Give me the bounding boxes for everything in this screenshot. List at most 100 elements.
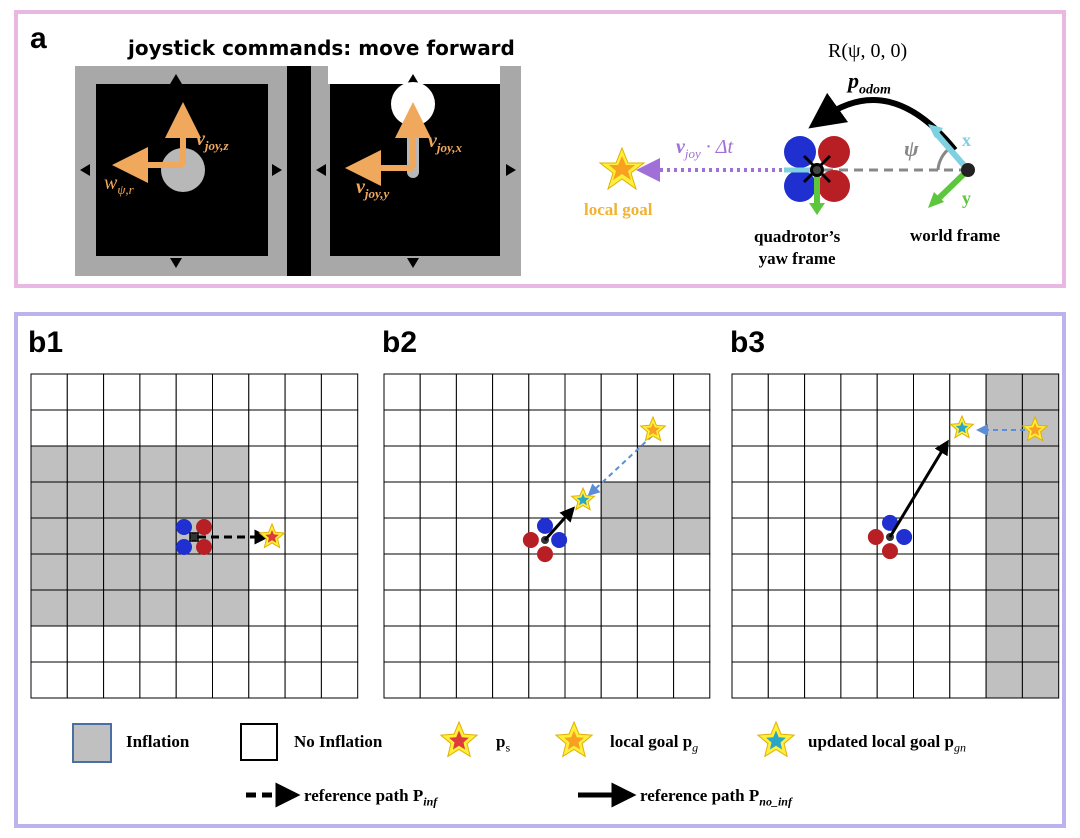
grid-cell <box>175 553 213 591</box>
grid-cell <box>139 445 177 483</box>
grid-cell <box>175 625 213 663</box>
grid-cell <box>840 589 878 627</box>
grid-cell <box>30 373 68 411</box>
grid-cell <box>767 445 806 483</box>
grid-cell <box>949 661 987 699</box>
grid-cell <box>66 625 105 663</box>
grid-cell <box>103 625 141 663</box>
odom-label: podom <box>848 68 891 98</box>
b2-label: b2 <box>382 326 418 359</box>
grid-cell <box>383 625 421 663</box>
grid-cell <box>731 445 769 483</box>
grid-cell <box>66 409 105 447</box>
rotor <box>176 519 192 535</box>
grid-cell <box>66 373 105 411</box>
panel-a <box>14 10 1066 288</box>
grid-cell <box>139 373 177 411</box>
grid-cell <box>212 409 250 447</box>
grid-cell <box>985 589 1023 627</box>
grid-cell <box>673 553 711 591</box>
grid-cell <box>419 553 457 591</box>
grid-cell <box>600 409 638 447</box>
grid-cell <box>840 481 878 519</box>
grid-cell <box>284 517 322 555</box>
grid-cell <box>248 445 286 483</box>
grid-cell <box>949 373 987 411</box>
grid-cell <box>212 553 250 591</box>
grid-cell <box>248 553 286 591</box>
grid-cell <box>767 625 806 663</box>
grid-cell <box>985 661 1023 699</box>
grid-cell <box>840 553 878 591</box>
grid-cell <box>840 625 878 663</box>
grid-cell <box>66 661 105 699</box>
panel-a-label: a <box>30 22 47 55</box>
grid-cell <box>139 661 177 699</box>
legend-no-inflation-swatch <box>240 723 278 761</box>
grid-cell <box>284 553 322 591</box>
rotor <box>196 539 212 555</box>
grid-cell <box>731 373 769 411</box>
grid-cell <box>320 553 359 591</box>
grid-cell <box>673 661 711 699</box>
grid-cell <box>636 661 675 699</box>
grid-cell <box>528 409 566 447</box>
grid-cell <box>248 661 286 699</box>
grid-cell <box>139 409 177 447</box>
quad-b1 <box>176 519 212 555</box>
grid-b2 <box>383 373 711 699</box>
grid-cell <box>767 373 806 411</box>
grid-cell <box>673 625 711 663</box>
legend-local-goal-label: local goal pg <box>610 732 699 755</box>
grid-cell <box>731 481 769 519</box>
grid-cell <box>284 589 322 627</box>
grid-cell <box>175 373 213 411</box>
grid-cell <box>985 445 1023 483</box>
grid-cell <box>212 373 250 411</box>
grid-cell <box>1021 445 1060 483</box>
grid-cell <box>455 373 494 411</box>
grid-cell <box>284 373 322 411</box>
grid-cell <box>876 481 915 519</box>
grid-cell <box>913 409 951 447</box>
grid-cell <box>284 409 322 447</box>
grid-cell <box>731 517 769 555</box>
grid-cell <box>30 409 68 447</box>
grid-cell <box>767 517 806 555</box>
grid-cell <box>103 589 141 627</box>
grid-cell <box>175 661 213 699</box>
grid-cell <box>673 409 711 447</box>
grid-cell <box>636 373 675 411</box>
grid-cell <box>248 481 286 519</box>
grid-cell <box>600 589 638 627</box>
grid-cell <box>383 445 421 483</box>
grid-cell <box>913 625 951 663</box>
grid-cell <box>492 661 530 699</box>
grid-cell <box>949 589 987 627</box>
grid-cell <box>248 625 286 663</box>
grid-cell <box>419 661 457 699</box>
grid-cell <box>804 553 842 591</box>
grid-cell <box>949 625 987 663</box>
grid-cell <box>767 553 806 591</box>
grid-cell <box>320 373 359 411</box>
quad-b3 <box>867 514 913 560</box>
grid-cell <box>30 661 68 699</box>
grid-cell <box>767 481 806 519</box>
grid-cell <box>284 625 322 663</box>
grid-cell <box>212 481 250 519</box>
grid-cell <box>564 661 602 699</box>
grid-cell <box>804 517 842 555</box>
grid-cell <box>528 589 566 627</box>
b1-label: b1 <box>28 326 64 359</box>
rotor <box>551 532 568 548</box>
grid-cell <box>600 661 638 699</box>
grid-cell <box>876 373 915 411</box>
grid-cell <box>600 625 638 663</box>
psi-label: ψ <box>904 136 919 161</box>
grid-cell <box>103 661 141 699</box>
grid-cell <box>492 481 530 519</box>
b3-label: b3 <box>730 326 766 359</box>
grid-cell <box>564 553 602 591</box>
ref-path-noinf-b2 <box>543 506 575 541</box>
